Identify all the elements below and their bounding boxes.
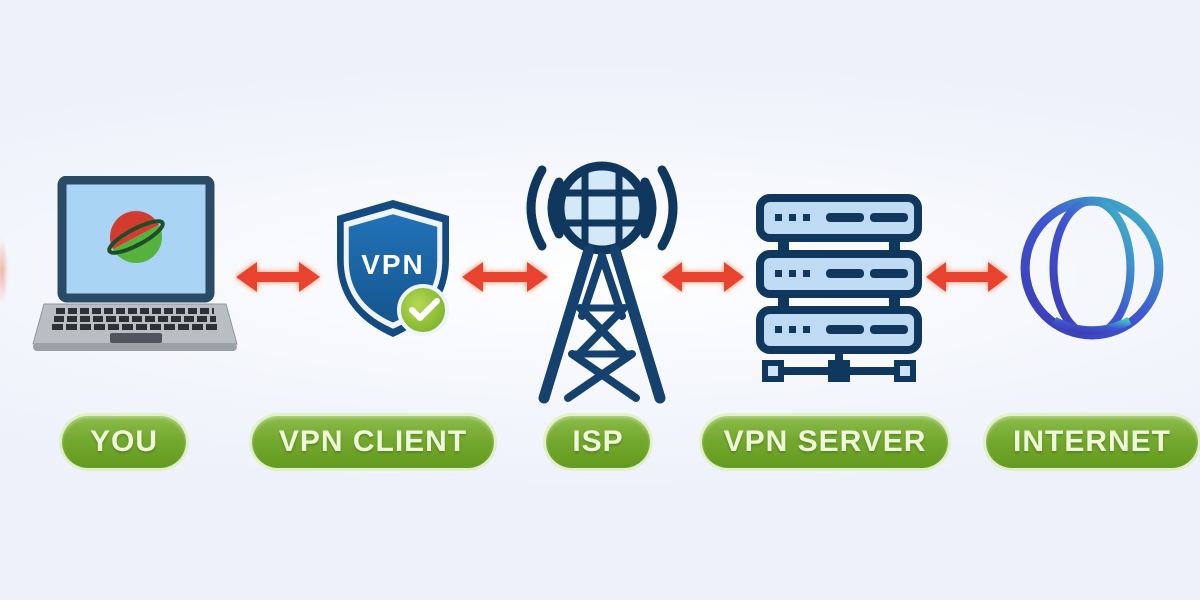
bidirectional-arrow-icon	[926, 257, 1008, 302]
globe-icon	[1016, 192, 1168, 344]
bidirectional-arrow-icon	[236, 257, 320, 302]
bidirectional-arrow-icon	[462, 257, 548, 302]
radio-tower-icon	[512, 156, 692, 408]
label-vpn-server: VPN SERVER	[702, 416, 948, 468]
planet-logo	[107, 211, 165, 263]
cropped-arrow-fragment	[0, 238, 8, 304]
shield-vpn-text: VPN	[361, 249, 425, 280]
server-rack-icon	[754, 192, 924, 388]
bidirectional-arrow-icon	[662, 257, 744, 302]
laptop-icon	[30, 175, 240, 358]
check-badge-icon	[397, 284, 449, 336]
label-isp: ISP	[546, 416, 650, 468]
vpn-shield-icon: VPN	[328, 197, 459, 342]
label-internet: INTERNET	[986, 416, 1198, 468]
label-you: YOU	[62, 416, 186, 468]
label-vpn-client: VPN CLIENT	[252, 416, 494, 468]
